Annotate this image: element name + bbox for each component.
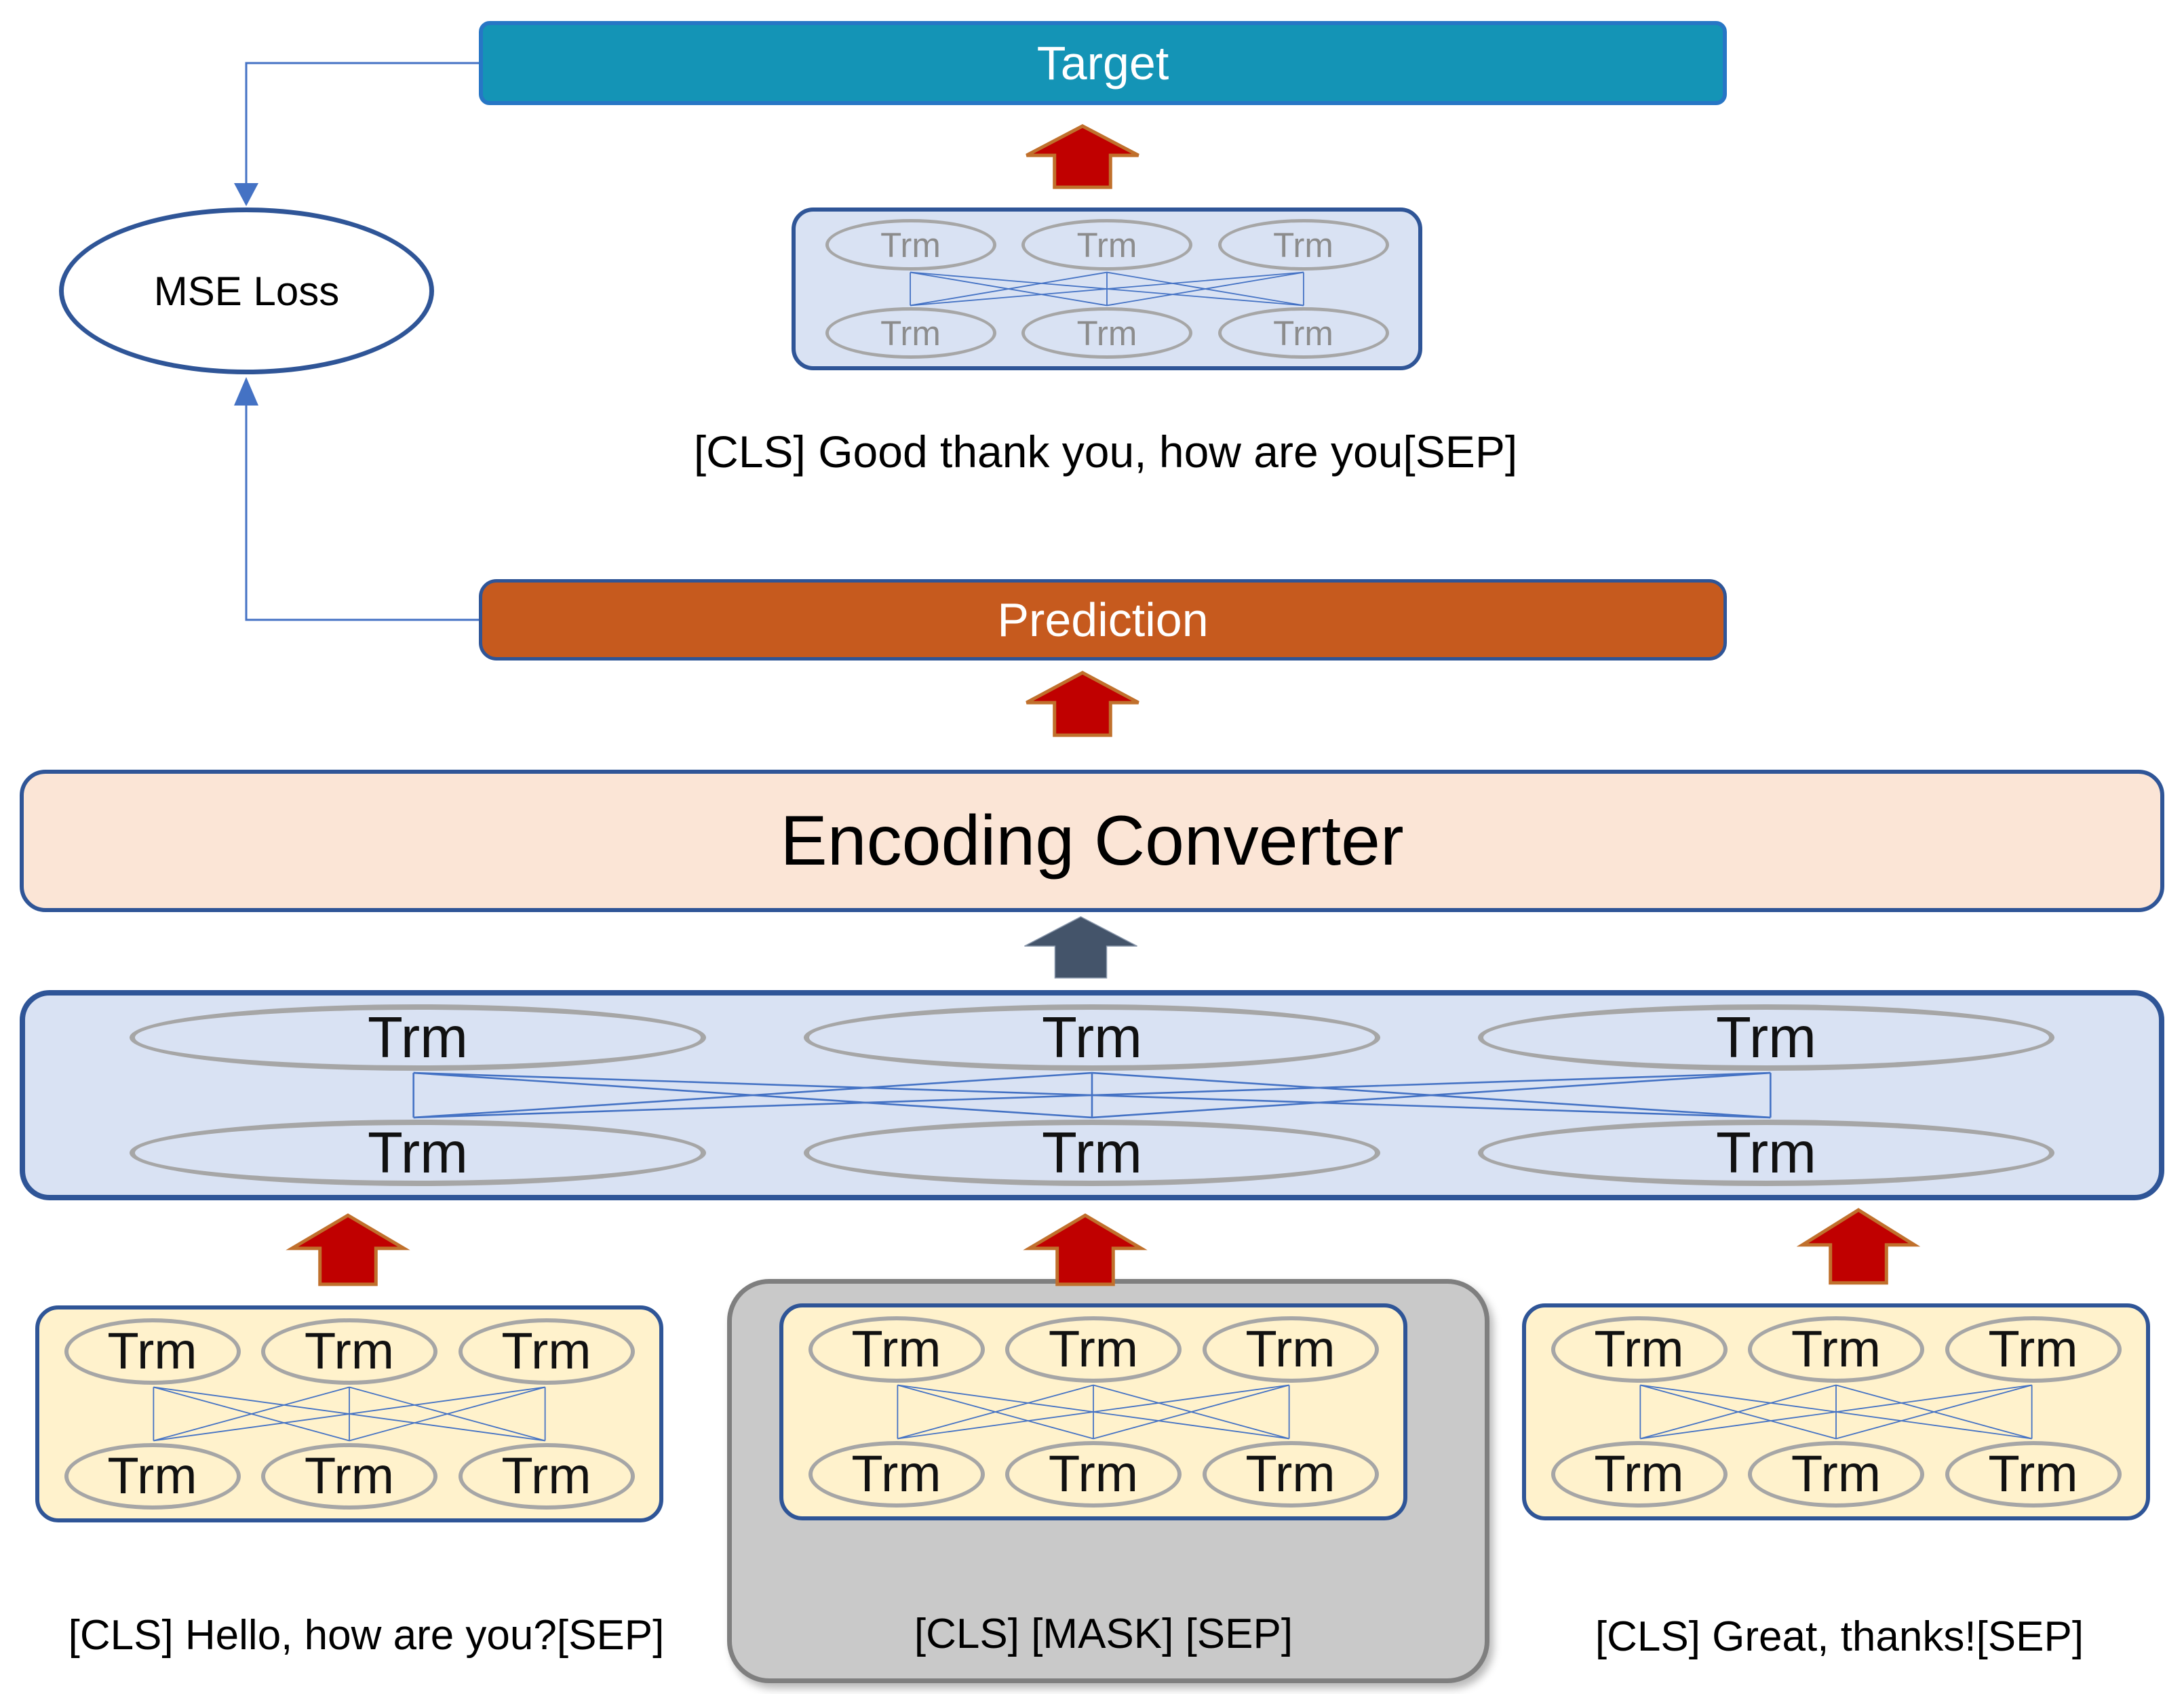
trm-ellipse: Trm <box>804 1004 1380 1071</box>
trm-row: Trm Trm Trm <box>43 1318 655 1385</box>
trm-label: Trm <box>1594 1320 1684 1378</box>
up-arrow-red-right <box>1800 1208 1917 1284</box>
trm-ellipse: Trm <box>1202 1441 1379 1508</box>
trm-ellipse: Trm <box>1217 219 1389 271</box>
trm-label: Trm <box>1716 1005 1816 1070</box>
trm-row: Trm Trm Trm <box>787 1440 1399 1508</box>
trm-row: Trm Trm Trm <box>43 1442 655 1510</box>
trm-ellipse: Trm <box>1945 1441 2122 1508</box>
trm-row: Trm Trm Trm <box>1530 1316 2142 1383</box>
trm-label: Trm <box>1716 1120 1816 1185</box>
trm-ellipse: Trm <box>1005 1316 1182 1383</box>
trm-label: Trm <box>1076 313 1137 353</box>
trm-ellipse: Trm <box>1748 1441 1924 1508</box>
trm-label: Trm <box>1042 1120 1142 1185</box>
trm-label: Trm <box>1048 1445 1139 1503</box>
trm-label: Trm <box>1076 225 1137 264</box>
trm-ellipse: Trm <box>261 1318 437 1385</box>
trm-ellipse: Trm <box>808 1316 985 1383</box>
trm-ellipse: Trm <box>825 307 996 359</box>
attention-lines <box>43 1385 655 1442</box>
up-arrow-red-middle <box>1027 1214 1144 1286</box>
attention-lines <box>32 1071 2152 1119</box>
trm-ellipse: Trm <box>1945 1316 2122 1383</box>
trm-ellipse: Trm <box>1551 1441 1728 1508</box>
trm-row: Trm Trm Trm <box>32 1004 2152 1071</box>
trm-ellipse: Trm <box>1005 1441 1182 1508</box>
up-arrow-red-prediction <box>1024 671 1141 736</box>
trm-label: Trm <box>1988 1320 2078 1378</box>
trm-ellipse: Trm <box>804 1120 1380 1186</box>
attention-lines <box>1530 1383 2142 1440</box>
trm-label: Trm <box>501 1322 591 1380</box>
trm-ellipse: Trm <box>458 1443 635 1510</box>
trm-row: Trm Trm Trm <box>800 307 1414 359</box>
trm-ellipse: Trm <box>1478 1120 2054 1186</box>
trm-row: Trm Trm Trm <box>1530 1440 2142 1508</box>
trm-ellipse: Trm <box>261 1443 437 1510</box>
caption-input-left: [CLS] Hello, how are you?[SEP] <box>68 1612 665 1659</box>
trm-label: Trm <box>1791 1320 1881 1378</box>
trm-ellipse: Trm <box>130 1120 706 1186</box>
trm-label: Trm <box>1245 1320 1335 1378</box>
trm-ellipse: Trm <box>1021 307 1192 359</box>
trm-ellipse: Trm <box>64 1443 241 1510</box>
trm-label: Trm <box>501 1447 591 1505</box>
trm-ellipse: Trm <box>1217 307 1389 359</box>
attention-lines <box>800 271 1414 307</box>
up-arrow-red-target <box>1024 125 1141 189</box>
trm-ellipse: Trm <box>1551 1316 1728 1383</box>
trm-ellipse: Trm <box>64 1318 241 1385</box>
mse-loss-label: MSE Loss <box>153 268 340 314</box>
trm-ellipse: Trm <box>808 1441 985 1508</box>
attention-lines <box>787 1383 1399 1440</box>
target-bar: Target <box>479 21 1727 105</box>
trm-label: Trm <box>1042 1005 1142 1070</box>
trm-label: Trm <box>1273 313 1333 353</box>
encoding-converter-bar: Encoding Converter <box>20 770 2164 912</box>
caption-input-right: [CLS] Great, thanks![SEP] <box>1595 1613 2084 1660</box>
prediction-label: Prediction <box>997 593 1209 646</box>
trm-row: Trm Trm Trm <box>32 1119 2152 1187</box>
mse-loss-ellipse: MSE Loss <box>59 208 434 374</box>
up-arrow-red-left <box>290 1214 406 1286</box>
trm-ellipse: Trm <box>1202 1316 1379 1383</box>
trm-label: Trm <box>1273 225 1333 264</box>
trm-label: Trm <box>304 1447 395 1505</box>
caption-input-masked: [CLS] [MASK] [SEP] <box>914 1611 1293 1657</box>
trm-ellipse: Trm <box>130 1004 706 1071</box>
trm-label: Trm <box>1048 1320 1139 1378</box>
trm-label: Trm <box>880 313 941 353</box>
trm-row: Trm Trm Trm <box>787 1316 1399 1383</box>
trm-label: Trm <box>1245 1445 1335 1503</box>
trm-label: Trm <box>1594 1445 1684 1503</box>
encoding-converter-label: Encoding Converter <box>780 801 1404 880</box>
trm-label: Trm <box>851 1320 941 1378</box>
trm-ellipse: Trm <box>1478 1004 2054 1071</box>
trm-ellipse: Trm <box>1021 219 1192 271</box>
trm-ellipse: Trm <box>458 1318 635 1385</box>
trm-label: Trm <box>1791 1445 1881 1503</box>
prediction-bar: Prediction <box>479 579 1727 661</box>
trm-label: Trm <box>851 1445 941 1503</box>
trm-label: Trm <box>880 225 941 264</box>
trm-row: Trm Trm Trm <box>800 218 1414 271</box>
up-arrow-slate <box>1022 915 1139 979</box>
trm-label: Trm <box>107 1447 197 1505</box>
trm-ellipse: Trm <box>825 219 996 271</box>
trm-ellipse: Trm <box>1748 1316 1924 1383</box>
trm-label: Trm <box>368 1120 468 1185</box>
caption-target-sequence: [CLS] Good thank you, how are you[SEP] <box>693 427 1518 477</box>
trm-label: Trm <box>107 1322 197 1380</box>
trm-label: Trm <box>304 1322 395 1380</box>
target-label: Target <box>1036 37 1169 90</box>
trm-label: Trm <box>1988 1445 2078 1503</box>
trm-label: Trm <box>368 1005 468 1070</box>
